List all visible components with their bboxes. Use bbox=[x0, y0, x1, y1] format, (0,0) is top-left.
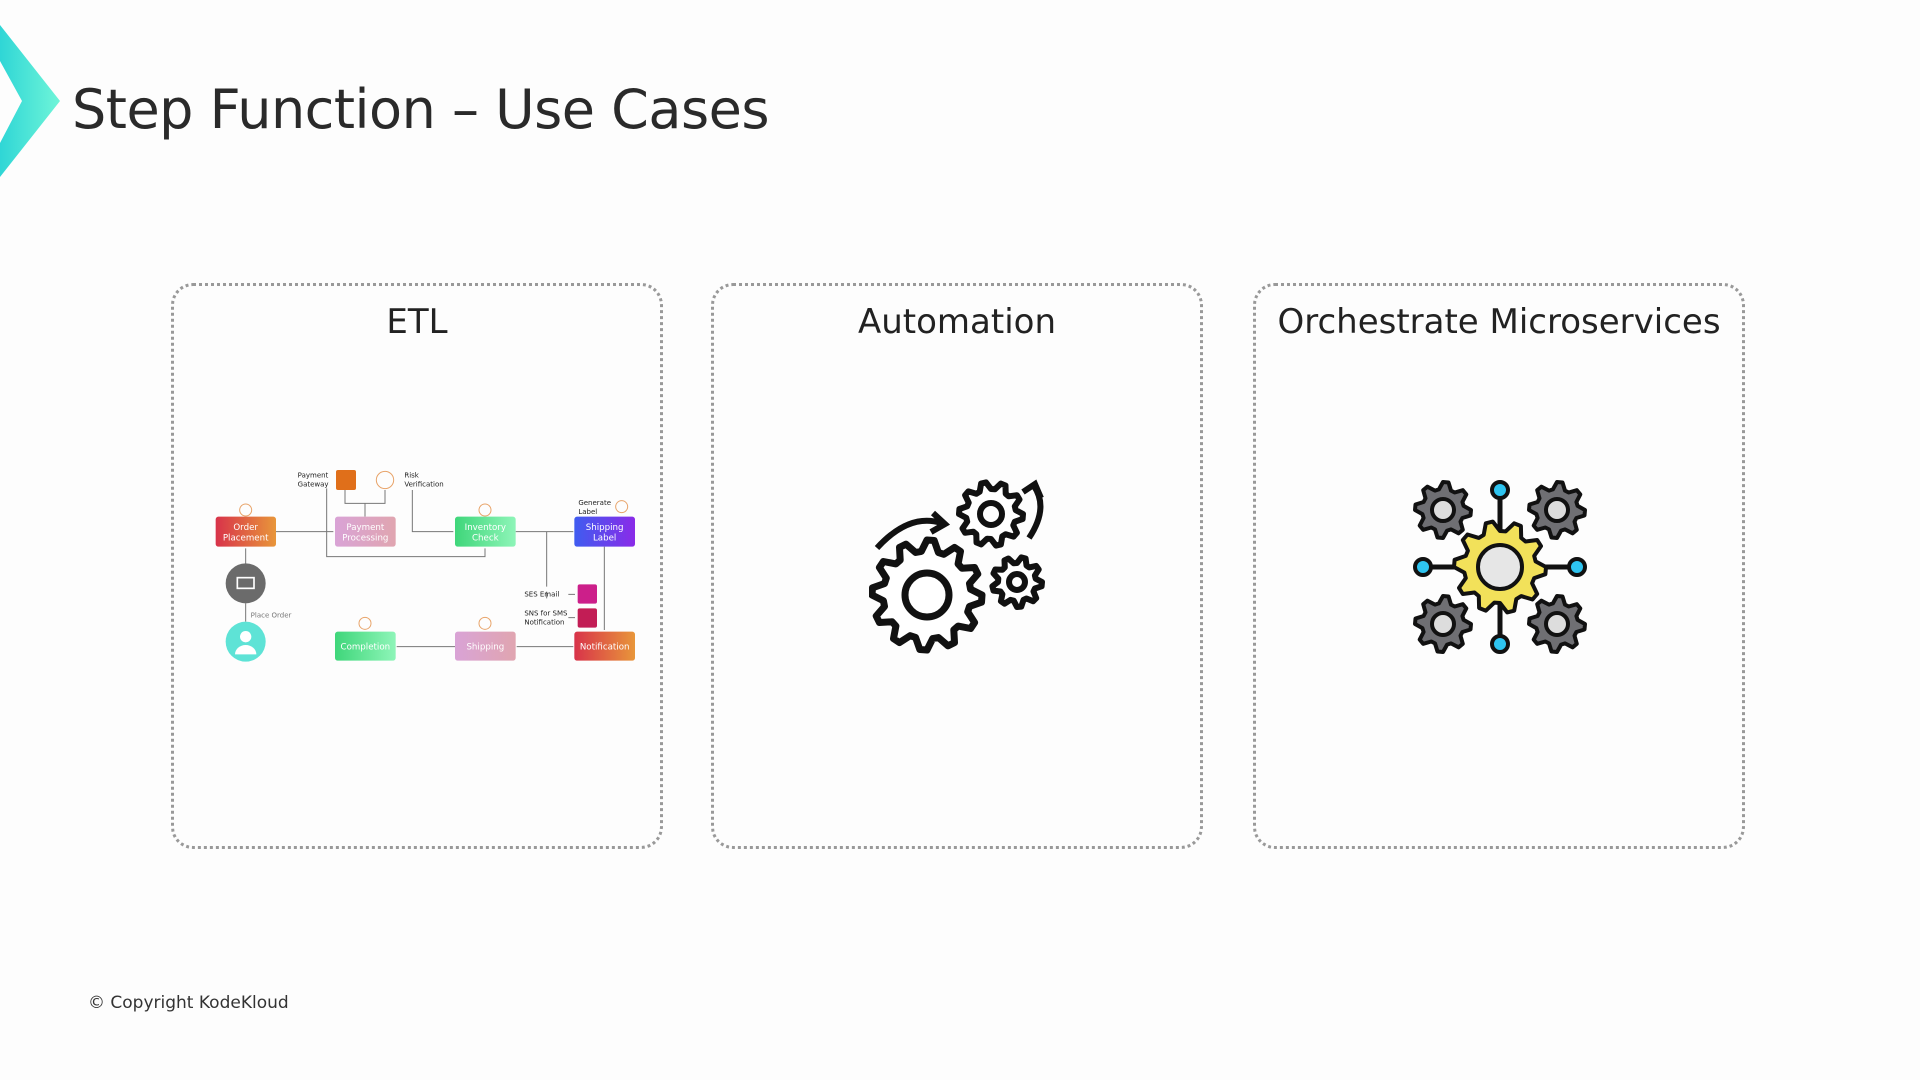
label-ses: SES Email bbox=[524, 591, 559, 599]
label-risk: Risk bbox=[404, 471, 419, 479]
box-completion: Completion bbox=[341, 642, 391, 652]
brand-chevron-icon bbox=[0, 25, 60, 177]
label-sns-2: Notification bbox=[524, 619, 564, 627]
label-place-order: Place Order bbox=[251, 611, 292, 619]
microservices-gears-icon bbox=[1413, 480, 1587, 654]
box-order: Order bbox=[233, 523, 258, 533]
card-title: Orchestrate Microservices bbox=[1277, 302, 1721, 342]
copyright-footer: © Copyright KodeKloud bbox=[88, 993, 289, 1013]
microservices-card: Orchestrate Microservices bbox=[1253, 283, 1745, 849]
box-inventory-2: Check bbox=[472, 534, 499, 544]
label-payment-gateway-2: Gateway bbox=[298, 480, 329, 488]
card-title: Automation bbox=[857, 302, 1057, 342]
etl-card: ETL bbox=[171, 283, 663, 849]
label-sns: SNS for SMS bbox=[524, 610, 568, 618]
card-title: ETL bbox=[386, 302, 448, 342]
box-notification: Notification bbox=[580, 642, 630, 652]
ses-icon bbox=[577, 584, 597, 604]
lambda-icons bbox=[239, 470, 629, 630]
automation-gears-icon bbox=[869, 479, 1045, 654]
label-generate: Generate bbox=[578, 499, 611, 507]
laptop-icon bbox=[225, 563, 266, 604]
automation-card: Automation bbox=[711, 283, 1203, 849]
page-title: Step Function – Use Cases bbox=[72, 78, 769, 141]
box-order-2: Placement bbox=[223, 534, 269, 544]
label-generate-2: Label bbox=[578, 508, 597, 516]
box-payment: Payment bbox=[346, 523, 385, 533]
label-payment-gateway: Payment bbox=[298, 471, 329, 479]
sns-icon bbox=[577, 608, 597, 628]
payment-gateway-icon bbox=[336, 470, 356, 490]
box-label: Shipping bbox=[586, 523, 624, 533]
box-payment-2: Processing bbox=[342, 534, 388, 544]
box-label-2: Label bbox=[593, 534, 616, 544]
label-risk-2: Verification bbox=[404, 480, 443, 488]
box-shipping: Shipping bbox=[466, 642, 504, 652]
box-inventory: Inventory bbox=[465, 523, 506, 533]
